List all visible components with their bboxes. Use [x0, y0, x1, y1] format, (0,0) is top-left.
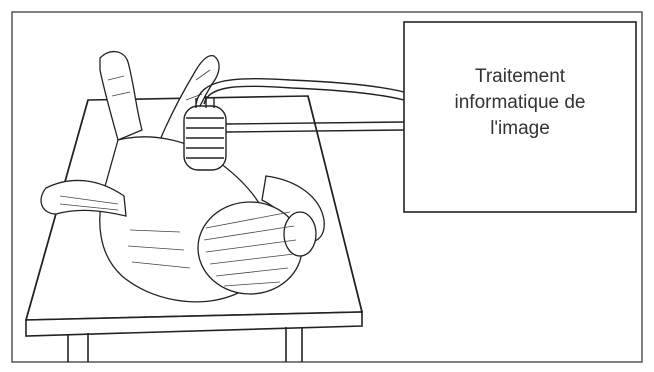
- box-label-line-1: Traitement: [404, 64, 636, 90]
- box-label-line-3: l'image: [404, 116, 636, 142]
- processing-box-label: Traitement informatique de l'image: [404, 64, 636, 142]
- box-label-line-2: informatique de: [404, 90, 636, 116]
